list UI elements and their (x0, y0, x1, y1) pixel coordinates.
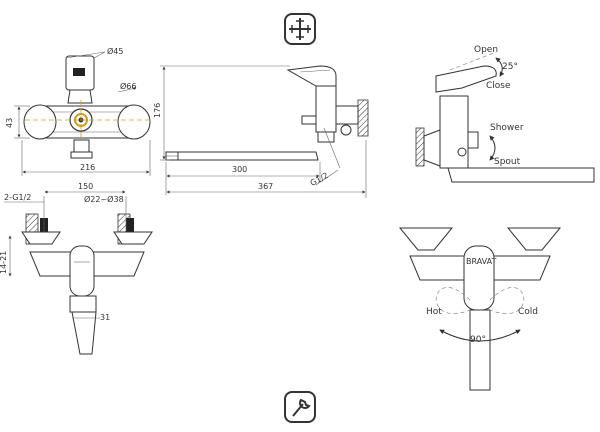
brand-mark: BRAVAT (466, 257, 496, 266)
dim-total-length: 367 (258, 182, 273, 191)
dim-centers: 150 (78, 182, 93, 191)
front-view: Ø45 Ø66 43 216 (5, 46, 151, 176)
mounting-view: 150 2-G1/2 Ø22~Ø38 14-21 31 (0, 182, 153, 355)
label-angle: 25° (502, 62, 518, 72)
dim-side-thread: G1/2 (309, 171, 330, 188)
dim-mount-dia: Ø22~Ø38 (84, 194, 124, 204)
dim-dia-top: Ø45 (107, 46, 123, 56)
dim-adjust: 14-21 (0, 251, 8, 274)
dim-mount-thread: 2-G1/2 (4, 193, 31, 202)
side-view: 176 300 G1/2 367 (153, 65, 369, 198)
dim-dia-side: Ø66 (120, 81, 136, 91)
label-rotation: 90° (470, 335, 486, 345)
handle-view: Open 25° Close Shower Spout (415, 45, 595, 183)
label-shower: Shower (490, 123, 524, 133)
label-close: Close (486, 81, 511, 91)
dim-spout-reach: 300 (232, 165, 247, 174)
dim-depth: 31 (100, 313, 110, 322)
cross-valve-icon (284, 13, 316, 45)
temperature-view: BRAVAT Hot Cold 90° (398, 227, 562, 391)
label-open: Open (474, 45, 498, 55)
label-spout: Spout (494, 157, 521, 167)
dim-side-height: 176 (153, 103, 162, 118)
dim-front-width: 216 (80, 163, 95, 172)
wrench-icon (284, 391, 316, 423)
dim-front-height: 43 (5, 118, 14, 128)
label-hot: Hot (426, 307, 442, 317)
label-cold: Cold (518, 307, 538, 317)
